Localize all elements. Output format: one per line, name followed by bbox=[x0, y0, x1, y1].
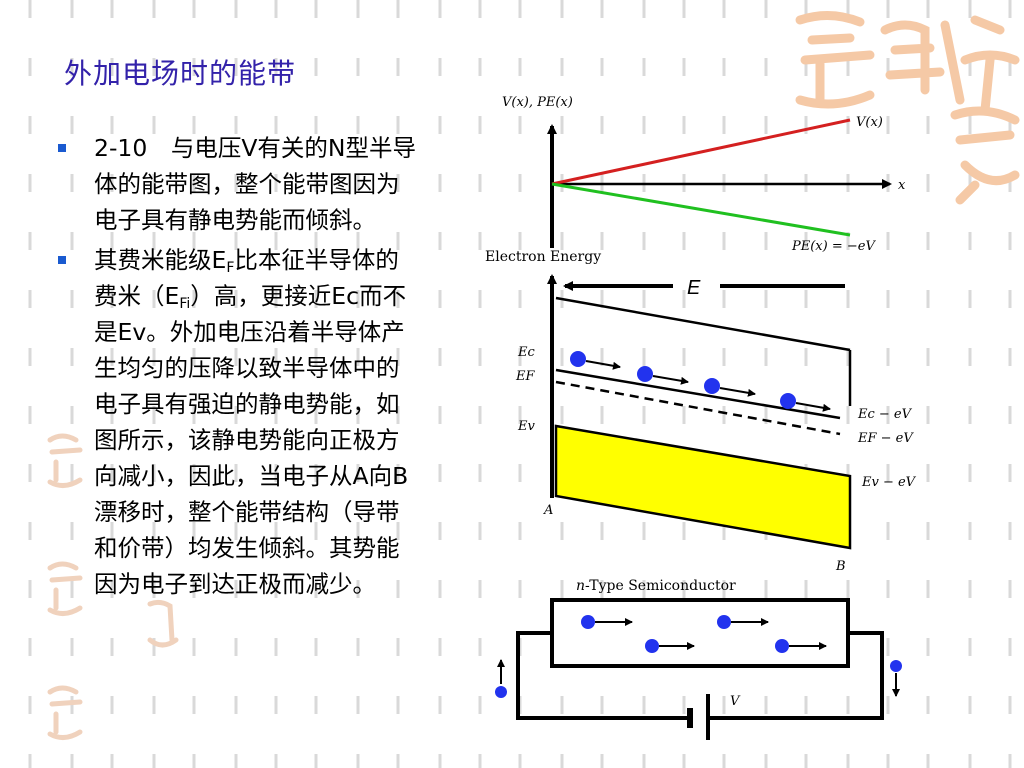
valence-band bbox=[554, 424, 852, 550]
bullet-item-2: 其费米能级EF比本征半导体的费米（EFi）高，更接近Ec而不是Ev。外加电压沿着… bbox=[58, 242, 418, 602]
potential-plot: V(x), PE(x) V(x) x PE(x) = −eV bbox=[502, 95, 906, 254]
potential-energy-line bbox=[551, 182, 851, 237]
electron bbox=[717, 615, 731, 629]
drifting-electrons bbox=[570, 351, 831, 412]
electron bbox=[890, 660, 902, 672]
bullet-marker bbox=[58, 256, 66, 264]
point-b-label: B bbox=[835, 559, 846, 574]
electron-arrow bbox=[652, 375, 689, 385]
bullet-2-text-b: 比本征半导体的费米（E bbox=[94, 246, 399, 310]
electron bbox=[780, 393, 796, 409]
energy-band-plot: Electron Energy E Ec EF Ev E bbox=[485, 249, 917, 574]
electron bbox=[775, 639, 789, 653]
bullet-list: 2-10 与电压V有关的N型半导体的能带图，整个能带图因为电子具有静电势能而倾斜… bbox=[58, 130, 418, 606]
band-diagram: V(x), PE(x) V(x) x PE(x) = −eV Electron … bbox=[485, 95, 917, 740]
electron-arrow bbox=[585, 360, 621, 370]
potential-y-axis-label: V(x), PE(x) bbox=[502, 95, 573, 110]
slide-title: 外加电场时的能带 bbox=[64, 57, 297, 90]
subscript-f: F bbox=[226, 260, 235, 276]
bar-electrons bbox=[581, 615, 827, 653]
bullet-item-1: 2-10 与电压V有关的N型半导体的能带图，整个能带图因为电子具有静电势能而倾斜… bbox=[58, 130, 418, 238]
subscript-fi: Fi bbox=[179, 296, 191, 312]
electron-energy-axis-label: Electron Energy bbox=[485, 249, 601, 265]
voltage-line bbox=[551, 118, 851, 186]
electron bbox=[495, 686, 507, 698]
electron bbox=[704, 378, 720, 394]
electron bbox=[570, 351, 586, 367]
electron bbox=[645, 639, 659, 653]
battery-label: V bbox=[730, 694, 741, 709]
electron-arrow bbox=[795, 402, 831, 412]
bullet-marker bbox=[58, 144, 66, 152]
ev-right-label: Ev − eV bbox=[861, 475, 917, 490]
voltage-line-label: V(x) bbox=[856, 115, 883, 130]
circuit-wire-left bbox=[516, 631, 688, 720]
field-label: E bbox=[687, 277, 701, 299]
ef-label: EF bbox=[515, 369, 535, 384]
potential-energy-line-label: PE(x) = −eV bbox=[791, 239, 876, 254]
potential-x-axis-label: x bbox=[898, 178, 906, 193]
fermi-level-line bbox=[555, 380, 841, 436]
electron-arrow bbox=[719, 387, 756, 397]
conduction-band-edge bbox=[555, 368, 841, 420]
electron bbox=[581, 615, 595, 629]
ec-right-label: Ec − eV bbox=[857, 407, 913, 422]
circuit-wire-right bbox=[708, 631, 884, 720]
ec-label: Ec bbox=[517, 345, 535, 360]
point-a-label: A bbox=[543, 503, 553, 518]
band-top-edge bbox=[555, 296, 851, 352]
semiconductor-bar bbox=[550, 598, 850, 668]
bullet-2-text-a: 其费米能级E bbox=[94, 246, 227, 274]
semiconductor-title-prefix: n bbox=[576, 578, 585, 594]
electron bbox=[637, 366, 653, 382]
ef-right-label: EF − eV bbox=[857, 431, 914, 446]
semiconductor-title-rest: -Type Semiconductor bbox=[585, 578, 736, 594]
semiconductor-title: n-Type Semiconductor bbox=[576, 578, 736, 594]
ev-label: Ev bbox=[517, 419, 535, 434]
bullet-1-text: 2-10 与电压V有关的N型半导体的能带图，整个能带图因为电子具有静电势能而倾斜… bbox=[94, 134, 416, 234]
bullet-2-text-c: ）高，更接近Ec而不是Ev。外加电压沿着半导体产生均匀的压降以致半导体中的电子具… bbox=[94, 282, 409, 598]
circuit: n-Type Semiconductor V bbox=[495, 578, 902, 740]
